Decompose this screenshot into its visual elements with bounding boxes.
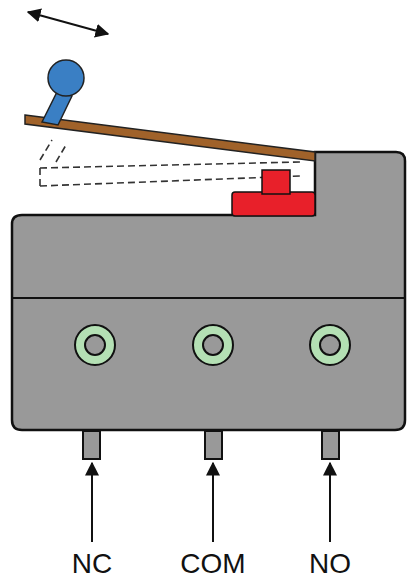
pin-label: NO	[309, 550, 351, 578]
switch-body	[12, 152, 405, 430]
terminal-rings	[75, 325, 350, 365]
terminal-pins	[83, 431, 339, 459]
leader-arrows	[92, 463, 330, 542]
plunger-button	[262, 170, 290, 194]
lever	[25, 115, 315, 161]
pin-label: COM	[180, 550, 245, 578]
motion-arrow	[28, 12, 108, 34]
plunger-base	[232, 192, 315, 216]
body-seam	[12, 297, 405, 299]
pin-label: NC	[72, 550, 112, 578]
roller	[48, 60, 84, 96]
